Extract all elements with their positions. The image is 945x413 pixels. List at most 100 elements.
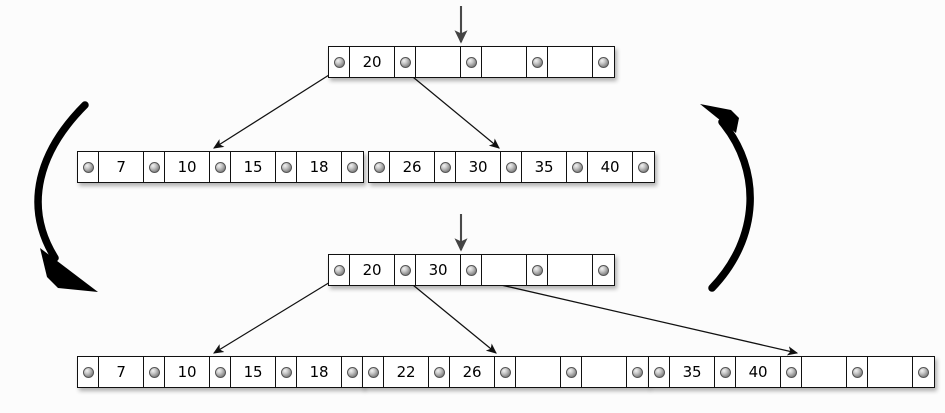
pointer-cell[interactable] <box>627 357 648 387</box>
key-cell[interactable]: 20 <box>350 47 395 77</box>
pointer-cell[interactable] <box>429 357 450 387</box>
key-label: 7 <box>116 362 126 381</box>
root-node-before[interactable]: 20 <box>328 46 615 78</box>
pointer-dot-icon <box>851 366 863 378</box>
key-cell[interactable]: 40 <box>588 152 633 182</box>
key-cell[interactable]: 18 <box>297 152 342 182</box>
pointer-cell[interactable] <box>495 357 516 387</box>
key-cell[interactable]: 20 <box>350 255 395 285</box>
key-cell[interactable]: 35 <box>522 152 567 182</box>
child-link-after-2 <box>401 275 497 354</box>
pointer-cell[interactable] <box>715 357 736 387</box>
key-cell[interactable]: 26 <box>450 357 495 387</box>
pointer-dot-icon <box>918 366 929 378</box>
key-cell[interactable] <box>582 357 627 387</box>
pointer-dot-icon <box>499 366 511 378</box>
key-cell[interactable] <box>482 255 527 285</box>
pointer-cell[interactable] <box>276 152 297 182</box>
pointer-dot-icon <box>347 366 358 378</box>
pointer-dot-icon <box>333 56 345 68</box>
pointer-cell[interactable] <box>276 357 297 387</box>
leaf-node-after-right[interactable]: 35 40 <box>648 356 935 388</box>
pointer-cell[interactable] <box>369 152 390 182</box>
pointer-cell[interactable] <box>501 152 522 182</box>
leaf-node-before-right[interactable]: 26 30 35 40 <box>368 151 655 183</box>
key-cell[interactable]: 18 <box>297 357 342 387</box>
root-node-after[interactable]: 20 30 <box>328 254 615 286</box>
pointer-cell[interactable] <box>633 152 654 182</box>
pointer-cell[interactable] <box>78 152 99 182</box>
pointer-cell[interactable] <box>649 357 670 387</box>
pointer-dot-icon <box>565 366 577 378</box>
child-links-before <box>213 67 500 149</box>
leaf-node-after-left[interactable]: 7 10 15 18 <box>77 356 364 388</box>
pointer-dot-icon <box>347 161 358 173</box>
key-cell[interactable]: 10 <box>165 357 210 387</box>
key-cell[interactable]: 10 <box>165 152 210 182</box>
pointer-dot-icon <box>82 366 94 378</box>
key-cell[interactable] <box>802 357 847 387</box>
key-cell[interactable]: 22 <box>384 357 429 387</box>
key-cell[interactable]: 40 <box>736 357 781 387</box>
pointer-cell[interactable] <box>144 152 165 182</box>
pointer-cell[interactable] <box>78 357 99 387</box>
pointer-dot-icon <box>571 161 583 173</box>
pointer-cell[interactable] <box>461 255 482 285</box>
pointer-dot-icon <box>531 264 543 276</box>
pointer-cell[interactable] <box>567 152 588 182</box>
child-link-before-2 <box>401 67 500 149</box>
pointer-dot-icon <box>531 56 543 68</box>
key-label: 20 <box>362 52 382 71</box>
key-cell[interactable]: 30 <box>456 152 501 182</box>
key-cell[interactable] <box>416 47 461 77</box>
pointer-cell[interactable] <box>781 357 802 387</box>
pointer-cell[interactable] <box>329 47 350 77</box>
pointer-dot-icon <box>214 161 226 173</box>
key-label: 10 <box>177 157 197 176</box>
child-link-after-1 <box>213 275 341 354</box>
pointer-cell[interactable] <box>395 255 416 285</box>
key-cell[interactable]: 7 <box>99 357 144 387</box>
key-cell[interactable]: 26 <box>390 152 435 182</box>
pointer-cell[interactable] <box>329 255 350 285</box>
pointer-dot-icon <box>598 264 609 276</box>
key-cell[interactable]: 15 <box>231 357 276 387</box>
pointer-cell[interactable] <box>342 357 363 387</box>
pointer-cell[interactable] <box>144 357 165 387</box>
leaf-node-after-middle[interactable]: 22 26 <box>362 356 649 388</box>
key-cell[interactable]: 35 <box>670 357 715 387</box>
pointer-cell[interactable] <box>527 255 548 285</box>
pointer-cell[interactable] <box>527 47 548 77</box>
pointer-dot-icon <box>433 366 445 378</box>
key-label: 18 <box>309 362 329 381</box>
pointer-cell[interactable] <box>913 357 934 387</box>
key-label: 20 <box>362 260 382 279</box>
pointer-cell[interactable] <box>561 357 582 387</box>
pointer-cell[interactable] <box>435 152 456 182</box>
pointer-cell[interactable] <box>342 152 363 182</box>
pointer-cell[interactable] <box>461 47 482 77</box>
pointer-cell[interactable] <box>847 357 868 387</box>
pointer-cell[interactable] <box>210 357 231 387</box>
pointer-cell[interactable] <box>363 357 384 387</box>
pointer-cell[interactable] <box>395 47 416 77</box>
leaf-node-before-left[interactable]: 7 10 15 18 <box>77 151 364 183</box>
key-cell[interactable] <box>868 357 913 387</box>
key-cell[interactable] <box>548 47 593 77</box>
key-cell[interactable] <box>548 255 593 285</box>
key-label: 18 <box>309 157 329 176</box>
pointer-dot-icon <box>399 264 411 276</box>
key-cell[interactable]: 15 <box>231 152 276 182</box>
pointer-cell[interactable] <box>593 255 614 285</box>
key-cell[interactable] <box>516 357 561 387</box>
key-cell[interactable]: 30 <box>416 255 461 285</box>
key-cell[interactable] <box>482 47 527 77</box>
pointer-dot-icon <box>465 56 477 68</box>
pointer-dot-icon <box>719 366 731 378</box>
key-label: 26 <box>402 157 422 176</box>
pointer-cell[interactable] <box>210 152 231 182</box>
key-cell[interactable]: 7 <box>99 152 144 182</box>
pointer-cell[interactable] <box>593 47 614 77</box>
